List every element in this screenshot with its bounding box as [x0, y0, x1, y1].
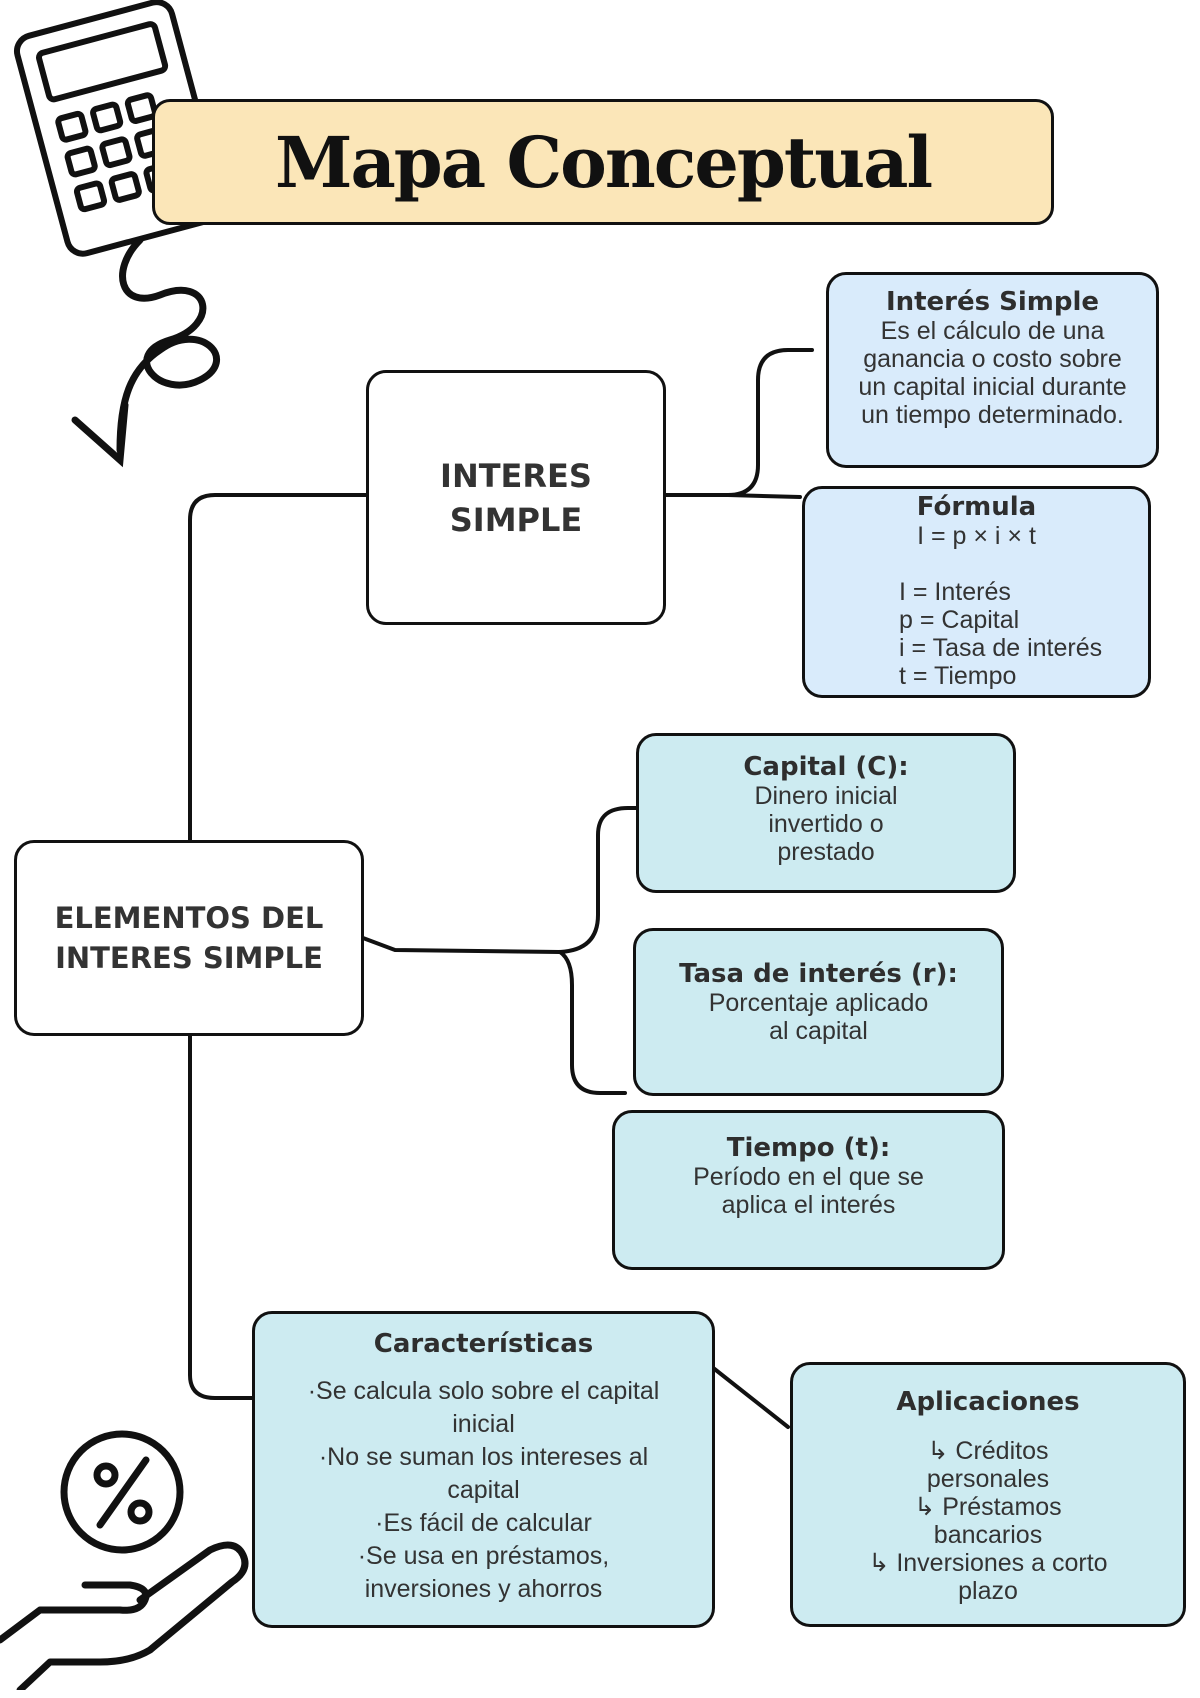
connector-main-vertical — [188, 493, 368, 842]
formula-heading: Fórmula — [916, 492, 1037, 522]
connector-to-formula — [726, 493, 802, 499]
formula-legend-item: t = Tiempo — [899, 662, 1017, 690]
applications-item: ↳ Préstamos bancarios — [914, 1493, 1062, 1549]
connector-to-definition — [664, 348, 814, 497]
element-tiempo-box: Tiempo (t): Período en el que se aplica … — [612, 1110, 1005, 1270]
definition-box: Interés Simple Es el cálculo de una gana… — [826, 272, 1159, 468]
element-tasa-box: Tasa de interés (r): Porcentaje aplicado… — [633, 928, 1004, 1096]
element-capital-heading: Capital (C): — [743, 752, 909, 782]
connector-to-capital — [558, 805, 652, 954]
formula-legend-item: p = Capital — [899, 606, 1020, 634]
characteristics-item: ·Se usa en préstamos, inversiones y ahor… — [357, 1542, 610, 1603]
element-tasa-text: Porcentaje aplicado al capital — [708, 989, 929, 1045]
applications-box: Aplicaciones ↳ Créditos personales ↳ Pré… — [790, 1362, 1186, 1627]
connector-to-tasa — [558, 950, 627, 1095]
node-elementos: ELEMENTOS DEL INTERES SIMPLE — [14, 840, 364, 1036]
page-title: Mapa Conceptual — [274, 120, 933, 204]
applications-item: ↳ Créditos personales — [926, 1437, 1050, 1493]
node-interes-simple-label: INTERES SIMPLE — [440, 456, 592, 539]
title-banner: Mapa Conceptual — [152, 99, 1054, 225]
formula-legend-item: i = Tasa de interés — [899, 634, 1103, 662]
characteristics-item: ·No se suman los intereses al capital — [318, 1443, 649, 1504]
formula-box: Fórmula I = p × i × t I = Interés p = Ca… — [802, 486, 1151, 698]
characteristics-box: Características ·Se calcula solo sobre e… — [252, 1311, 715, 1628]
element-tasa-heading: Tasa de interés (r): — [679, 959, 958, 989]
characteristics-item: ·Se calcula solo sobre el capital inicia… — [307, 1377, 660, 1438]
element-tiempo-heading: Tiempo (t): — [726, 1133, 891, 1163]
applications-item: ↳ Inversiones a corto plazo — [868, 1549, 1108, 1605]
definition-heading: Interés Simple — [885, 287, 1100, 317]
characteristics-item: ·Es fácil de calcular — [375, 1509, 592, 1537]
formula-legend: I = Interés p = Capital i = Tasa de inte… — [805, 578, 1148, 690]
connector-elements-characteristics — [188, 1033, 257, 1400]
element-capital-box: Capital (C): Dinero inicial invertido o … — [636, 733, 1016, 893]
element-tiempo-text: Período en el que se aplica el interés — [693, 1163, 924, 1219]
connector-elements-hub — [361, 936, 562, 954]
node-elementos-label: ELEMENTOS DEL INTERES SIMPLE — [54, 901, 324, 975]
curly-arrow-icon — [71, 236, 221, 468]
applications-heading: Aplicaciones — [896, 1387, 1080, 1417]
connector-to-applications — [710, 1365, 790, 1429]
node-interes-simple: INTERES SIMPLE — [366, 370, 666, 625]
formula-expression: I = p × i × t — [917, 522, 1036, 550]
element-capital-text: Dinero inicial invertido o prestado — [754, 782, 898, 866]
percent-hand-icon — [0, 1430, 249, 1690]
formula-legend-item: I = Interés — [899, 578, 1011, 606]
characteristics-heading: Características — [373, 1329, 594, 1359]
definition-text: Es el cálculo de una ganancia o costo so… — [858, 317, 1127, 429]
